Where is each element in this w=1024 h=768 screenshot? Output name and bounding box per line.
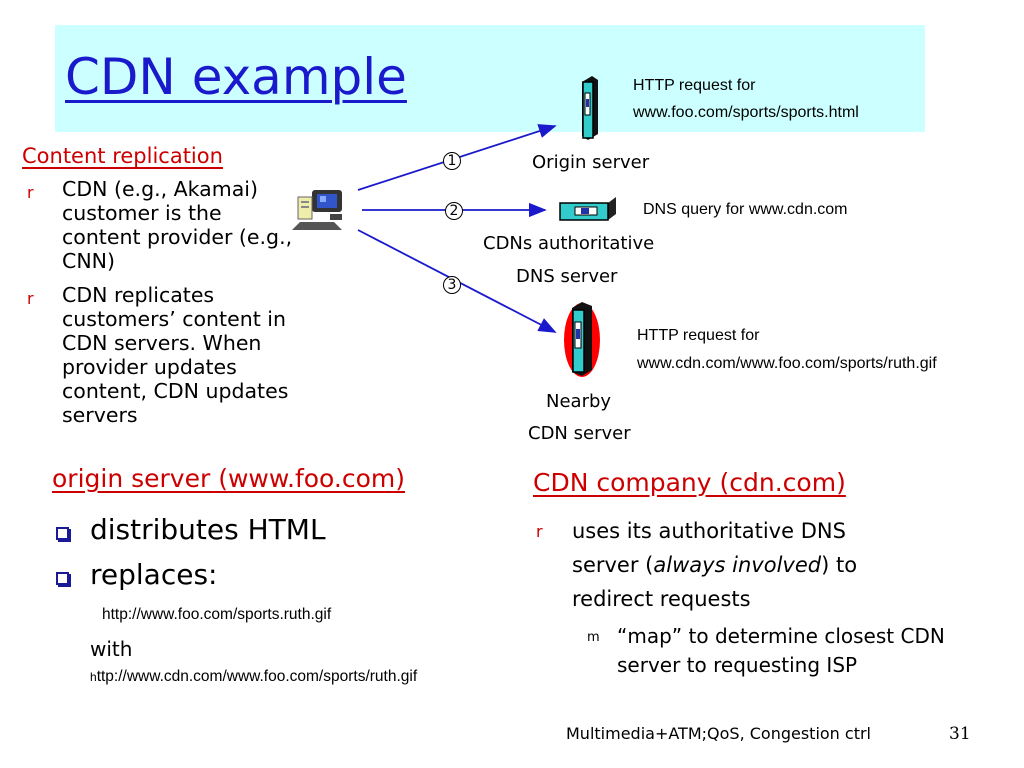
title-band (55, 25, 925, 132)
origin-item-1: distributes HTML (90, 513, 326, 546)
origin-section-heading: origin server (www.foo.com) (52, 464, 406, 493)
origin-server-icon (582, 76, 598, 140)
bullet-marker: r (536, 522, 543, 541)
text-span: ) to (821, 553, 858, 577)
cdn-point-line: redirect requests (572, 587, 751, 611)
url-new: http://www.cdn.com/www.foo.com/sports/ru… (90, 668, 417, 686)
with-label: with (90, 637, 133, 661)
step-3-marker: 3 (443, 276, 461, 294)
checkbox-bullet-icon (56, 527, 69, 540)
bullet-marker: r (27, 289, 34, 308)
nearby-label-line2: CDN server (528, 423, 631, 444)
bullet-2: CDN replicates customers’ content in CDN… (62, 283, 288, 427)
cdn-dns-label-line2: DNS server (516, 266, 618, 287)
bullet-line: CDN replicates (62, 283, 215, 307)
computer-icon (292, 190, 342, 230)
nearby-label-line1: Nearby (546, 391, 612, 412)
url-old: http://www.foo.com/sports.ruth.gif (102, 606, 332, 623)
sub-point-line: “map” to determine closest CDN (617, 624, 945, 648)
cdn-point-line: uses its authoritative DNS (572, 519, 846, 543)
nearby-cdn-server-icon (564, 302, 600, 377)
url-new-rest: ttp://www.cdn.com/www.foo.com/sports/rut… (96, 668, 418, 685)
sub-point-line: server to requesting ISP (617, 653, 858, 677)
origin-item-2: replaces: (90, 558, 218, 591)
bullet-marker: r (27, 183, 34, 202)
cdn-sub-point: “map” to determine closest CDN server to… (617, 622, 945, 680)
checkbox-bullet-icon (56, 572, 69, 585)
http-request-1-line1: HTTP request for (633, 77, 756, 94)
bullet-line: customers’ content in (62, 307, 286, 331)
dns-server-icon (559, 197, 616, 221)
bullet-line: provider updates (62, 355, 237, 379)
text-span: server ( (572, 553, 654, 577)
dns-query-label: DNS query for www.cdn.com (643, 201, 848, 218)
footer-course: Multimedia+ATM;QoS, Congestion ctrl (566, 724, 871, 743)
bullet-line: content provider (e.g., (62, 225, 293, 249)
cdn-point: uses its authoritative DNS server (alway… (572, 514, 857, 616)
bullet-line: content, CDN updates (62, 379, 289, 403)
cdn-section-heading: CDN company (cdn.com) (533, 468, 846, 497)
http-request-3-line1: HTTP request for (637, 327, 760, 344)
bullet-line: CNN) (62, 249, 115, 273)
slide-title: CDN example (65, 48, 407, 106)
url-new-prefix: h (90, 670, 97, 684)
step-1-marker: 1 (443, 152, 461, 170)
bullet-1: CDN (e.g., Akamai) customer is the conte… (62, 177, 292, 273)
bullet-line: servers (62, 403, 138, 427)
sub-bullet-marker: m (587, 630, 600, 645)
page-number: 31 (949, 724, 971, 744)
cdn-point-line: server (always involved) to (572, 548, 857, 582)
origin-server-label: Origin server (532, 152, 650, 173)
http-request-1-line2: www.foo.com/sports/sports.html (633, 104, 859, 121)
bullet-line: CDN servers. When (62, 331, 262, 355)
italic-text: always involved (653, 553, 822, 577)
cdn-dns-label-line1: CDNs authoritative (483, 233, 655, 254)
http-request-3-line2: www.cdn.com/www.foo.com/sports/ruth.gif (637, 355, 937, 372)
bullet-line: customer is the (62, 201, 222, 225)
content-replication-heading: Content replication (22, 144, 223, 168)
step-2-marker: 2 (445, 202, 463, 220)
bullet-line: CDN (e.g., Akamai) (62, 177, 258, 201)
